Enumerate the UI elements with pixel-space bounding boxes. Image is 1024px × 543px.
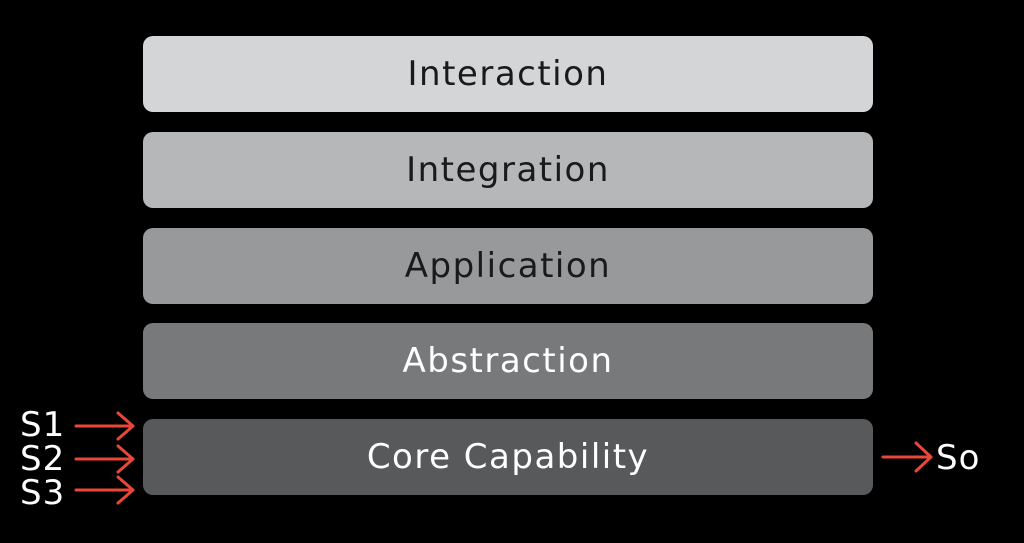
arrow-output-icon [881,441,933,473]
input-label-s2: S2 [20,439,66,479]
layer-application: Application [143,228,873,304]
input-label-s1: S1 [20,405,66,445]
layer-label: Application [404,246,612,286]
input-label-s3: S3 [20,473,66,513]
layer-abstraction: Abstraction [143,323,873,399]
layer-label: Core Capability [366,437,650,477]
layer-interaction: Interaction [143,36,873,112]
arrow-s2-icon [74,444,135,474]
arrow-s3-icon [74,475,135,505]
arrow-s1-icon [74,411,135,441]
layer-label: Interaction [407,54,609,94]
output-label-so: So [936,438,981,478]
layer-label: Integration [406,150,610,190]
layer-label: Abstraction [402,341,614,381]
layer-core-capability: Core Capability [143,419,873,495]
layer-integration: Integration [143,132,873,208]
